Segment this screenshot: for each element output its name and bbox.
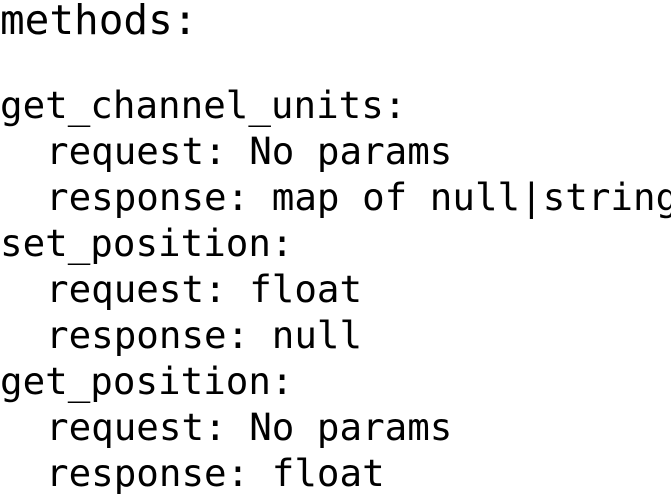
method-response-get-channel-units: response: map of null|string	[46, 175, 671, 219]
method-name-get-position: get_position:	[0, 359, 294, 403]
method-request-get-position: request: No params	[46, 405, 453, 449]
methods-heading: methods:	[0, 0, 198, 44]
method-request-get-channel-units: request: No params	[46, 129, 453, 173]
method-name-set-position: set_position:	[0, 221, 294, 265]
method-name-get-channel-units: get_channel_units:	[0, 83, 407, 127]
method-response-get-position: response: float	[46, 451, 385, 495]
method-response-set-position: response: null	[46, 313, 363, 357]
method-request-set-position: request: float	[46, 267, 363, 311]
